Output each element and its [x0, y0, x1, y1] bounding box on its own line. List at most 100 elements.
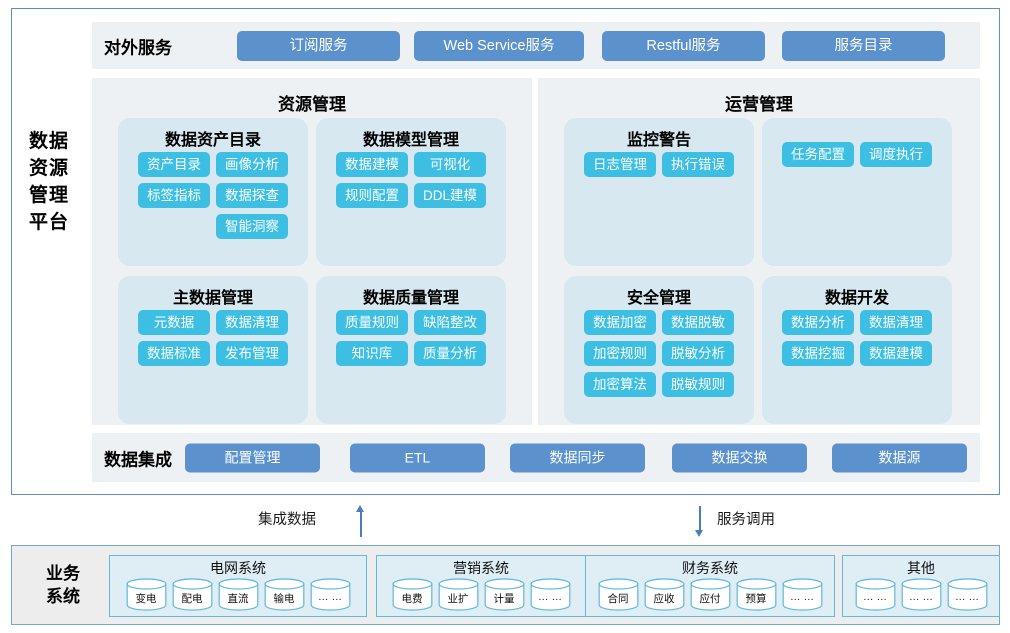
- capability-chip[interactable]: 知识库: [336, 341, 408, 366]
- capability-chip[interactable]: 数据加密: [584, 310, 656, 335]
- database-cylinder-icon[interactable]: … …: [310, 578, 351, 611]
- capability-panel-title: 数据模型管理: [362, 132, 459, 149]
- business-system-group-title: 营销系统: [453, 560, 509, 576]
- database-cylinder-icon[interactable]: 合同: [598, 578, 639, 611]
- flow-annotation: 集成数据: [258, 505, 388, 537]
- capability-chip[interactable]: DDL建模: [414, 183, 486, 208]
- business-systems-frame: 业务系统 电网系统变电配电直流输电… …营销系统电费业扩计量… …财务系统合同应…: [11, 545, 1000, 625]
- capability-panel[interactable]: 数据资产目录资产目录画像分析标签指标数据探查智能洞察: [118, 118, 308, 266]
- database-cylinder-icon[interactable]: … …: [901, 578, 942, 611]
- capability-chip[interactable]: 智能洞察: [216, 214, 288, 239]
- capability-chip[interactable]: 日志管理: [584, 152, 656, 177]
- flow-annotation: 服务调用: [695, 505, 825, 537]
- capability-chip[interactable]: 调度执行: [860, 142, 932, 167]
- business-system-group[interactable]: 财务系统合同应收 应付 预算… …: [585, 555, 835, 617]
- database-cylinder-label: … …: [955, 591, 979, 603]
- capability-chip[interactable]: 元数据: [138, 310, 210, 335]
- external-service-pill[interactable]: Restful服务: [602, 30, 765, 61]
- database-cylinder-label: 变电: [135, 593, 157, 605]
- database-cylinder-icon[interactable]: 应收: [644, 578, 685, 611]
- database-cylinder-icon[interactable]: … …: [782, 578, 823, 611]
- flow-label: 服务调用: [717, 512, 775, 528]
- database-cylinder-label: … …: [863, 591, 887, 603]
- database-cylinder-label: … …: [538, 591, 562, 603]
- data-integration-label: 数据集成: [104, 450, 172, 469]
- capability-chip[interactable]: 质量分析: [414, 341, 486, 366]
- external-service-pill[interactable]: Web Service服务: [414, 30, 584, 61]
- database-cylinder-icon[interactable]: 配电: [172, 578, 213, 611]
- capability-chip[interactable]: 可视化: [414, 152, 486, 177]
- capability-panel[interactable]: 监控警告日志管理执行错误: [564, 118, 754, 266]
- database-cylinder-label: 输电: [273, 593, 295, 605]
- capability-chip[interactable]: 脱敏分析: [662, 341, 734, 366]
- capability-chip[interactable]: 质量规则: [336, 310, 408, 335]
- capability-panel-title: 数据资产目录: [164, 132, 261, 149]
- external-service-pill[interactable]: 服务目录: [782, 30, 945, 61]
- capability-chip[interactable]: 画像分析: [216, 152, 288, 177]
- capability-chip[interactable]: 数据挖掘: [782, 341, 854, 366]
- data-integration-pill[interactable]: 数据同步: [510, 443, 645, 472]
- capability-panel-title: 监控警告: [626, 132, 691, 149]
- capability-chip[interactable]: 数据建模: [336, 152, 408, 177]
- capability-panel-title: 主数据管理: [172, 290, 253, 307]
- capability-chip[interactable]: 脱敏规则: [662, 372, 734, 397]
- database-cylinder-icon[interactable]: 预算: [736, 578, 777, 611]
- region-operations-management: 运营管理 监控警告日志管理执行错误任务配置调度执行安全管理数据加密数据脱敏加密规…: [538, 78, 980, 425]
- capability-chip[interactable]: 执行错误: [662, 152, 734, 177]
- capability-chip[interactable]: 规则配置: [336, 183, 408, 208]
- database-cylinder-icon[interactable]: … …: [947, 578, 988, 611]
- capability-panel[interactable]: 数据质量管理质量规则缺陷整改知识库质量分析: [316, 276, 506, 424]
- capability-chip[interactable]: 资产目录: [138, 152, 210, 177]
- database-cylinder-icon[interactable]: 直流: [218, 578, 259, 611]
- capability-chip[interactable]: 标签指标: [138, 183, 210, 208]
- capability-panel[interactable]: 主数据管理元数据数据清理数据标准发布管理: [118, 276, 308, 424]
- business-system-group-title: 财务系统: [682, 560, 738, 576]
- database-cylinder-icon[interactable]: … …: [530, 578, 571, 611]
- flow-label: 集成数据: [258, 512, 316, 528]
- data-integration-pill[interactable]: 配置管理: [185, 443, 320, 472]
- data-integration-pill[interactable]: 数据交换: [672, 443, 807, 472]
- external-service-pill[interactable]: 订阅服务: [237, 30, 400, 61]
- capability-panel-title: 安全管理: [626, 290, 691, 307]
- region-title: 运营管理: [725, 95, 793, 114]
- database-cylinder-icon[interactable]: 输电: [264, 578, 305, 611]
- capability-chip[interactable]: 数据清理: [216, 310, 288, 335]
- flow-arrow-line: [699, 506, 701, 532]
- database-cylinder-label: … …: [318, 591, 342, 603]
- capability-chip[interactable]: 数据建模: [860, 341, 932, 366]
- data-integration-pill[interactable]: ETL: [350, 443, 485, 472]
- database-cylinder-icon[interactable]: 业扩: [438, 578, 479, 611]
- database-cylinder-icon[interactable]: 应付: [690, 578, 731, 611]
- capability-panel[interactable]: 数据开发数据分析数据清理数据挖掘数据建模: [762, 276, 952, 424]
- platform-title-line: 数据: [28, 131, 69, 152]
- capability-chip[interactable]: 数据探查: [216, 183, 288, 208]
- capability-panel[interactable]: 任务配置调度执行: [762, 118, 952, 266]
- platform-title-line: 管理: [28, 185, 69, 206]
- business-system-group[interactable]: 电网系统变电 配电 直流 输电 … …: [109, 555, 367, 617]
- capability-chip[interactable]: 数据标准: [138, 341, 210, 366]
- database-cylinder-icon[interactable]: … …: [855, 578, 896, 611]
- database-cylinder-label: 直流: [227, 593, 249, 605]
- database-cylinder-label: 应付: [699, 593, 721, 605]
- capability-chip[interactable]: 数据分析: [782, 310, 854, 335]
- database-cylinder-icon[interactable]: 变电: [126, 578, 167, 611]
- business-system-group-title: 电网系统: [210, 560, 266, 576]
- region-resource-management: 资源管理 数据资产目录资产目录画像分析标签指标数据探查智能洞察数据模型管理数据建…: [92, 78, 532, 425]
- capability-chip[interactable]: 任务配置: [782, 142, 854, 167]
- platform-title-line: 资源: [28, 158, 69, 179]
- capability-chip[interactable]: 数据清理: [860, 310, 932, 335]
- capability-chip[interactable]: 发布管理: [216, 341, 288, 366]
- capability-chip[interactable]: 数据脱敏: [662, 310, 734, 335]
- database-cylinder-icon[interactable]: 电费: [392, 578, 433, 611]
- business-system-group[interactable]: 其他… …… …… …: [842, 555, 1000, 617]
- capability-chip[interactable]: 缺陷整改: [414, 310, 486, 335]
- flow-arrow-line: [360, 511, 362, 537]
- capability-chip[interactable]: 加密算法: [584, 372, 656, 397]
- capability-panel[interactable]: 安全管理数据加密数据脱敏加密规则脱敏分析加密算法脱敏规则: [564, 276, 754, 424]
- business-system-group[interactable]: 营销系统电费业扩计量 … …: [376, 555, 586, 617]
- database-cylinder-icon[interactable]: 计量: [484, 578, 525, 611]
- capability-chip[interactable]: 加密规则: [584, 341, 656, 366]
- data-integration-pill[interactable]: 数据源: [832, 443, 967, 472]
